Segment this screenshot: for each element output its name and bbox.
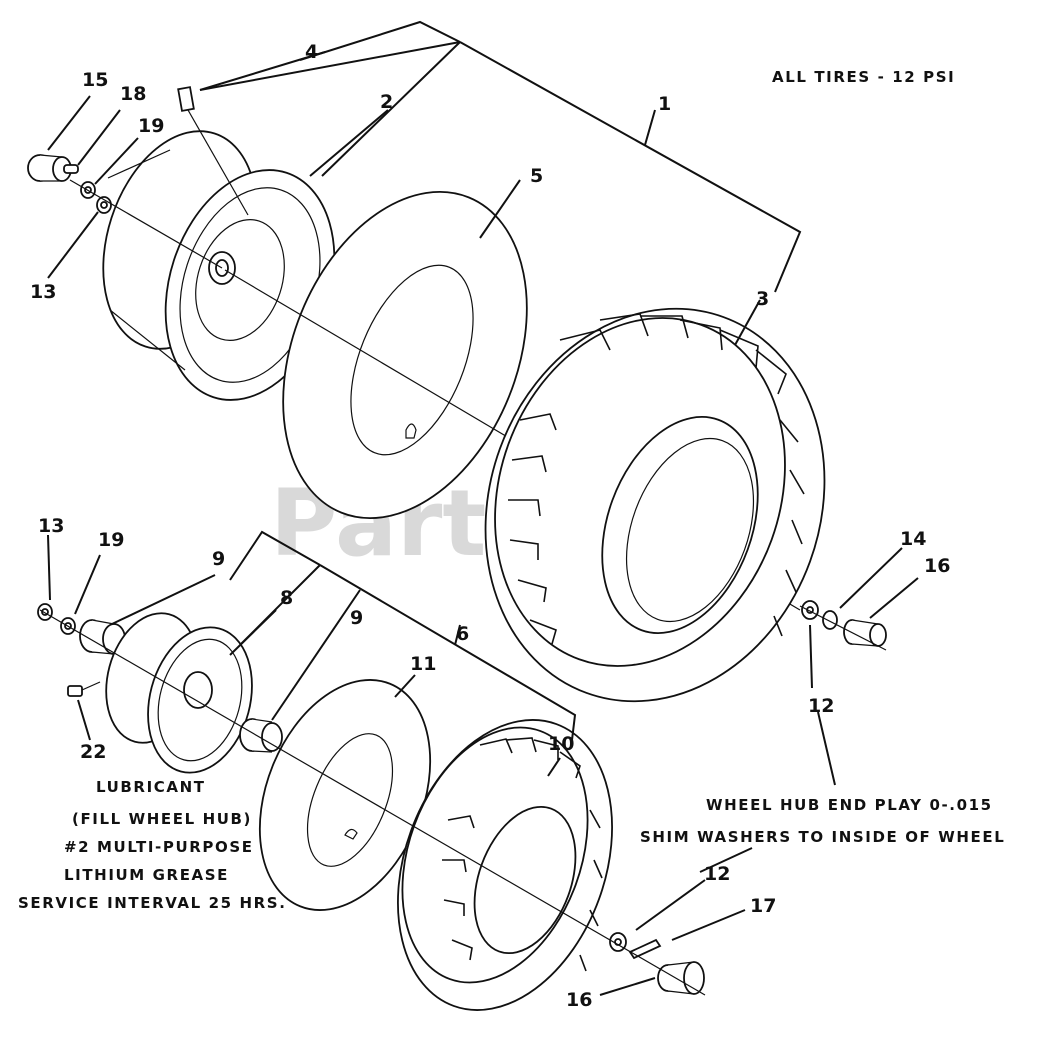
front-washer-13 (37, 603, 53, 621)
callout-15: 15 (82, 69, 108, 91)
callout-10: 10 (548, 733, 574, 755)
callout-9-b: 9 (350, 607, 363, 629)
callout-12-bottom: 12 (704, 863, 730, 885)
callout-3: 3 (756, 288, 769, 310)
callout-8: 8 (280, 587, 293, 609)
callout-19-top: 19 (138, 115, 164, 137)
front-tire (397, 719, 613, 1011)
valve-stem (177, 86, 249, 216)
callout-4: 4 (305, 41, 318, 63)
rear-cap-16 (843, 619, 887, 647)
callout-18: 18 (120, 83, 146, 105)
front-bearing-9b (239, 718, 283, 753)
callout-5: 5 (530, 165, 543, 187)
note-lube-line3: #2 MULTI-PURPOSE (64, 838, 254, 856)
callout-11: 11 (410, 653, 436, 675)
front-wheel-rim (105, 612, 253, 774)
rear-clip-14 (822, 610, 838, 630)
callout-16-bottom: 16 (566, 989, 592, 1011)
rear-bushing-15 (27, 154, 72, 182)
callout-17: 17 (750, 895, 776, 917)
rear-washer-13 (96, 196, 112, 214)
grease-fitting-22 (67, 681, 101, 697)
note-end-play-line1: WHEEL HUB END PLAY 0-.015 (706, 796, 993, 814)
rear-tire (484, 307, 826, 703)
note-lube-line2: (FILL WHEEL HUB) (72, 810, 252, 828)
callout-19-bottom: 19 (98, 529, 124, 551)
note-lube-line1: LUBRICANT (96, 778, 206, 796)
callout-14: 14 (900, 528, 926, 550)
rear-inner-tube (282, 190, 528, 520)
callout-12-right: 12 (808, 695, 834, 717)
callout-13-bottom: 13 (38, 515, 64, 537)
rear-pin-18 (63, 164, 79, 174)
note-lube-line5: SERVICE INTERVAL 25 HRS. (18, 894, 287, 912)
note-lube-line4: LITHIUM GREASE (64, 866, 229, 884)
note-tire-pressure: ALL TIRES - 12 PSI (772, 68, 955, 86)
callout-2: 2 (380, 91, 393, 113)
rear-washer-12 (801, 600, 819, 620)
callout-16-right: 16 (924, 555, 950, 577)
note-end-play-line2: SHIM WASHERS TO INSIDE OF WHEEL (640, 828, 1005, 846)
front-pin-17 (628, 938, 662, 960)
callout-1: 1 (658, 93, 671, 115)
front-cap-16 (657, 961, 705, 995)
callout-22: 22 (80, 741, 106, 763)
callout-6: 6 (456, 623, 469, 645)
callout-9-a: 9 (212, 548, 225, 570)
callout-13-top: 13 (30, 281, 56, 303)
